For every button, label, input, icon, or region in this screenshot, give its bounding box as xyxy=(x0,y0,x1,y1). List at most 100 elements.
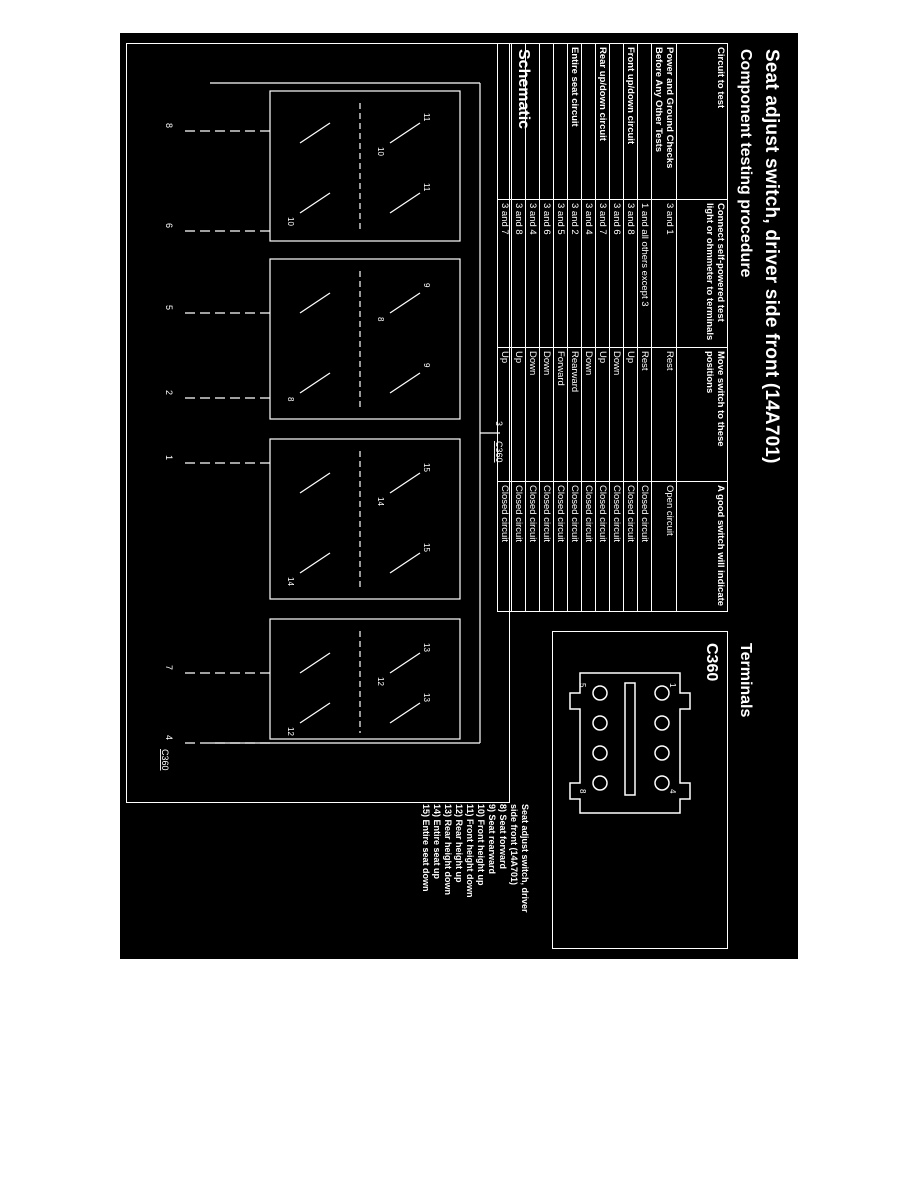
contact-label: 12 xyxy=(376,677,385,686)
header-terminals: Connect self-powered test light or ohmme… xyxy=(676,199,728,348)
table-cell-position: Down xyxy=(539,347,554,482)
top-pin-label: 3 xyxy=(494,421,504,426)
top-connector-label: C360 xyxy=(494,441,504,463)
legend-item: 13) Rear height down xyxy=(443,804,453,896)
pin-label: 5 xyxy=(164,305,174,310)
switch-blade xyxy=(389,192,421,214)
table-cell-indicate: Closed circuit xyxy=(525,481,540,612)
component-testing-heading: Component testing procedure xyxy=(737,49,754,278)
table-row: Power and Ground Checks Before Any Other… xyxy=(651,43,677,612)
table-cell-terminals: 3 and 7 xyxy=(595,199,610,348)
testing-procedure-table: Circuit to test Connect self-powered tes… xyxy=(497,43,728,612)
table-cell-circuit xyxy=(539,43,554,200)
table-cell-circuit: Rear up/down circuit xyxy=(595,43,610,200)
header-positions: Move switch to these positions xyxy=(676,347,728,482)
contact-label: 11 xyxy=(422,113,431,122)
pin-label: 7 xyxy=(164,665,174,670)
table-cell-terminals: 3 and 2 xyxy=(567,199,582,348)
contact-label: 9 xyxy=(422,363,431,368)
pin-3 xyxy=(654,745,670,761)
pin-label-1: 1 xyxy=(668,683,677,688)
contact-label: 13 xyxy=(422,643,431,652)
table-cell-position: Up xyxy=(511,347,526,482)
table-cell-terminals: 3 and 6 xyxy=(609,199,624,348)
connector-key xyxy=(624,682,636,796)
legend-title-line2: side front (14A701) xyxy=(509,804,519,886)
legend-item: 10) Front height up xyxy=(476,804,486,886)
table-cell-indicate: Closed circuit xyxy=(637,481,652,612)
table-cell-circuit xyxy=(609,43,624,200)
contact-label: 15 xyxy=(422,463,431,472)
table-cell-terminals: 3 and 5 xyxy=(553,199,568,348)
switch-blade xyxy=(299,122,331,144)
contact-number-labels: 11 10 11 10 9 8 9 8 15 14 15 14 13 12 13… xyxy=(286,113,431,736)
document-panel: Seat adjust switch, driver side front (1… xyxy=(120,33,798,959)
schematic-legend: Seat adjust switch, driver side front (1… xyxy=(420,804,530,954)
switch-group-fore-aft xyxy=(269,258,461,420)
pin-label: 2 xyxy=(164,390,174,395)
table-cell-circuit xyxy=(637,43,652,200)
table-cell-terminals: 3 and 6 xyxy=(539,199,554,348)
contact-label: 9 xyxy=(422,283,431,288)
table-cell-position: Forward xyxy=(553,347,568,482)
switch-group-rear xyxy=(269,618,461,740)
switch-blade xyxy=(389,552,421,574)
table-cell-indicate: Closed circuit xyxy=(623,481,638,612)
table-cell-terminals: 3 and 8 xyxy=(511,199,526,348)
table-cell-circuit: Entire seat circuit xyxy=(567,43,582,200)
pin-5 xyxy=(592,685,608,701)
switch-blade xyxy=(389,292,421,314)
switch-blade xyxy=(299,192,331,214)
pin-label: 4 xyxy=(164,735,174,740)
switch-blade xyxy=(299,552,331,574)
legend-item: 8) Seat forward xyxy=(498,804,508,870)
table-cell-indicate: Closed circuit xyxy=(609,481,624,612)
legend-item: 14) Entire seat up xyxy=(432,804,442,880)
table-cell-indicate: Closed circuit xyxy=(553,481,568,612)
table-cell-indicate: Closed circuit xyxy=(595,481,610,612)
table-cell-circuit xyxy=(511,43,526,200)
pin-8 xyxy=(592,775,608,791)
pin-4 xyxy=(654,775,670,791)
pin-2 xyxy=(654,715,670,731)
terminals-heading: Terminals xyxy=(737,643,754,718)
contact-label: 10 xyxy=(286,217,295,226)
schematic-diagram: 3 C360 C360 8 6 5 2 1 7 4 11 10 11 10 9 … xyxy=(160,82,504,771)
table-cell-position: Up xyxy=(595,347,610,482)
table-cell-position: Up xyxy=(623,347,638,482)
table-cell-terminals: 3 and 4 xyxy=(525,199,540,348)
switch-blade xyxy=(389,372,421,394)
switch-group-front xyxy=(269,90,461,242)
contact-label: 11 xyxy=(422,183,431,192)
table-cell-position: Down xyxy=(581,347,596,482)
table-cell-indicate: Open circuit xyxy=(651,481,677,612)
contact-label: 10 xyxy=(376,147,385,156)
switch-blade xyxy=(389,652,421,674)
contact-label: 8 xyxy=(286,397,295,402)
table-cell-indicate: Closed circuit xyxy=(511,481,526,612)
pin-label: 6 xyxy=(164,223,174,228)
switch-blade xyxy=(299,702,331,724)
table-cell-position: Down xyxy=(609,347,624,482)
connector-face-diagram: 1 5 4 8 xyxy=(569,672,691,814)
pin-label-8: 8 xyxy=(578,789,587,794)
switch-blade xyxy=(389,472,421,494)
pin-label: 8 xyxy=(164,123,174,128)
table-cell-circuit: Power and Ground Checks Before Any Other… xyxy=(651,43,677,200)
switch-blade xyxy=(389,122,421,144)
table-cell-position: Rest xyxy=(651,347,677,482)
table-cell-circuit: Front up/down circuit xyxy=(623,43,638,200)
legend-item: 9) Seat rearward xyxy=(487,804,497,875)
switch-blade xyxy=(299,472,331,494)
contact-label: 12 xyxy=(286,727,295,736)
table-body: Power and Ground Checks Before Any Other… xyxy=(497,43,677,612)
legend-item: 12) Rear height up xyxy=(454,804,464,883)
switch-blade xyxy=(299,292,331,314)
